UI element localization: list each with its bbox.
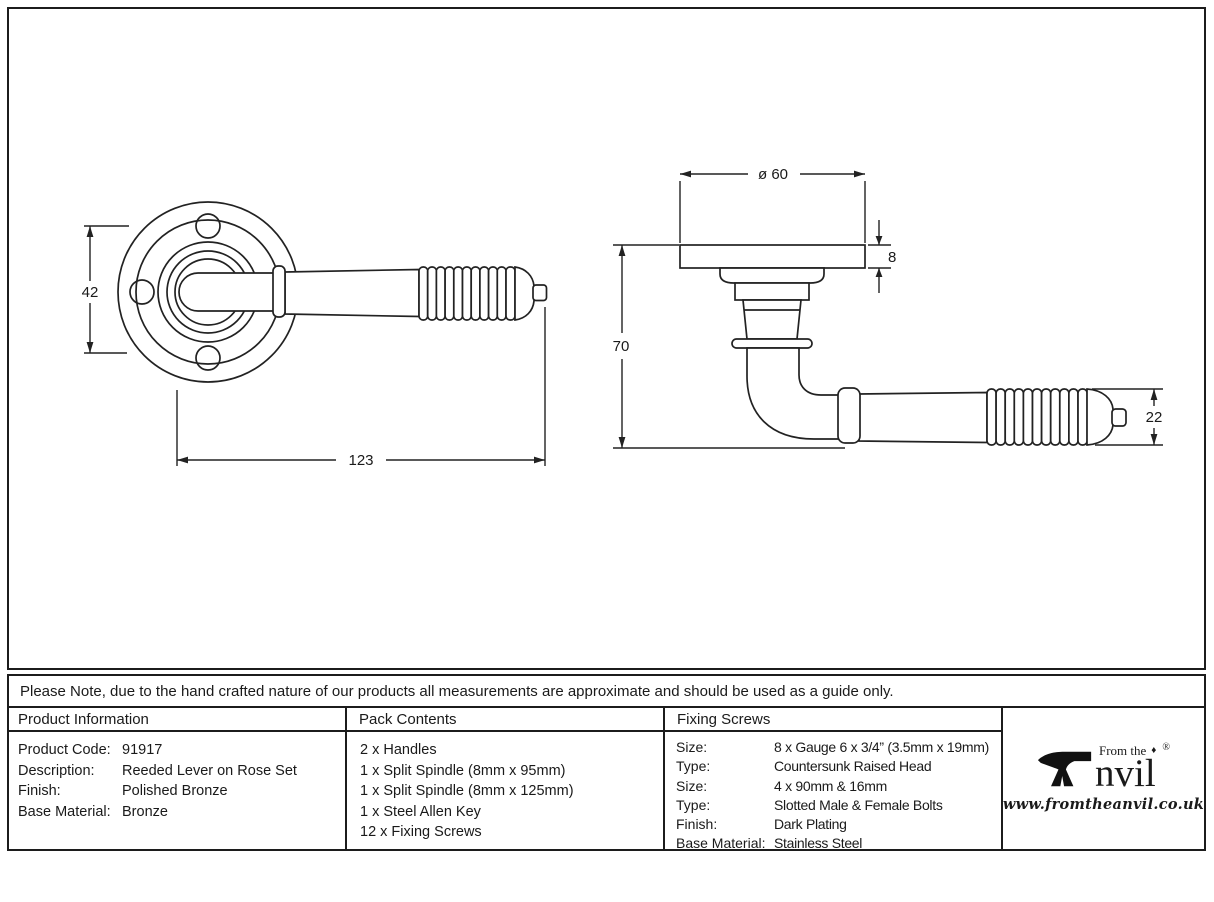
technical-drawing: 42 123 xyxy=(79,163,1166,472)
diamond-icon: ♦ xyxy=(1151,744,1157,756)
list-item: 1 x Split Spindle (8mm x 125mm) xyxy=(360,783,574,799)
dimension-123: 123 xyxy=(176,307,546,472)
row-label: Size: xyxy=(676,777,708,794)
dimension-label: 8 xyxy=(888,249,896,266)
side-view-drawing: ø 60 8 xyxy=(610,163,1165,449)
dimension-22: 22 xyxy=(1092,388,1165,446)
fixing-screws-body: Size: 8 x Gauge 6 x 3/4” (3.5mm x 19mm) … xyxy=(665,732,1001,854)
row-value: 8 x Gauge 6 x 3/4” (3.5mm x 19mm) xyxy=(774,739,989,755)
fixing-screws-header: Fixing Screws xyxy=(665,708,1001,732)
dimension-dia-60: ø 60 xyxy=(679,163,866,243)
row-label: Product Code: xyxy=(18,742,111,758)
table-row: Type: Countersunk Raised Head xyxy=(676,757,999,776)
registered-mark: ® xyxy=(1162,741,1171,753)
anvil-icon xyxy=(1037,751,1092,787)
list-item: 2 x Handles xyxy=(360,742,437,758)
table-row: Base Material: Bronze xyxy=(18,802,341,823)
pack-contents-header: Pack Contents xyxy=(347,708,663,732)
list-item: 1 x Steel Allen Key xyxy=(360,803,481,820)
row-value: Polished Bronze xyxy=(122,783,228,799)
row-value: 4 x 90mm & 16mm xyxy=(774,777,887,794)
disclaimer-note-bar: Please Note, due to the hand crafted nat… xyxy=(7,674,1206,706)
fixing-screws-section: Fixing Screws Size: 8 x Gauge 6 x 3/4” (… xyxy=(665,706,1003,851)
row-value: Bronze xyxy=(122,803,168,820)
product-information-section: Product Information Product Code: 91917 … xyxy=(7,706,347,851)
row-label: Finish: xyxy=(676,816,718,833)
reeded-grip-side xyxy=(986,388,1089,446)
row-value: Slotted Male & Female Bolts xyxy=(774,796,943,813)
table-row: Finish: Polished Bronze xyxy=(18,781,341,802)
product-information-body: Product Code: 91917 Description: Reeded … xyxy=(9,732,345,822)
brand-name: nvil xyxy=(1094,752,1156,796)
front-view-drawing: 42 123 xyxy=(79,201,548,472)
brand-url: www.fromtheanvil.co.uk xyxy=(1002,795,1205,813)
dimension-42: 42 xyxy=(79,225,129,354)
row-label: Base Material: xyxy=(18,803,111,820)
dimension-70: 70 xyxy=(610,244,845,449)
table-row: Size: 4 x 90mm & 16mm xyxy=(676,777,999,796)
table-row: Product Code: 91917 xyxy=(18,740,341,761)
reeded-grip-front xyxy=(418,266,516,321)
row-value: Reeded Lever on Rose Set xyxy=(122,762,297,779)
dimension-label: ø 60 xyxy=(758,166,788,183)
pack-contents-section: Pack Contents 2 x Handles 1 x Split Spin… xyxy=(347,706,665,851)
row-value: Countersunk Raised Head xyxy=(774,758,932,775)
list-item: 12 x Fixing Screws xyxy=(360,824,482,840)
row-value: 91917 xyxy=(122,742,163,758)
disclaimer-note-text: Please Note, due to the hand crafted nat… xyxy=(20,682,894,700)
technical-drawing-panel: 42 123 xyxy=(7,7,1206,670)
row-value: Dark Plating xyxy=(774,816,847,833)
brand-logo-box: From the ♦ ® nvil www.fromtheanvil.co.uk xyxy=(1003,706,1206,851)
table-row: Description: Reeded Lever on Rose Set xyxy=(18,761,341,782)
table-row: Type: Slotted Male & Female Bolts xyxy=(676,796,999,815)
table-row: Base Material: Stainless Steel xyxy=(676,834,999,853)
brand-prefix: From the xyxy=(1098,743,1147,759)
dimension-label: 70 xyxy=(613,338,630,355)
brand-logo: From the ♦ ® nvil www.fromtheanvil.co.uk xyxy=(1002,741,1205,813)
list-item: 1 x Split Spindle (8mm x 95mm) xyxy=(360,762,566,779)
row-label: Type: xyxy=(676,796,711,813)
dimension-8: 8 xyxy=(868,220,899,293)
dimension-label: 123 xyxy=(348,452,373,469)
row-label: Size: xyxy=(676,739,708,755)
row-label: Description: xyxy=(18,762,95,779)
product-information-header: Product Information xyxy=(9,708,345,732)
dimension-label: 22 xyxy=(1146,409,1163,426)
row-label: Base Material: xyxy=(676,835,766,852)
pack-contents-body: 2 x Handles 1 x Split Spindle (8mm x 95m… xyxy=(347,732,663,843)
table-row: Finish: Dark Plating xyxy=(676,815,999,834)
row-label: Type: xyxy=(676,758,711,775)
row-value: Stainless Steel xyxy=(774,835,863,852)
row-label: Finish: xyxy=(18,783,61,799)
table-row: Size: 8 x Gauge 6 x 3/4” (3.5mm x 19mm) xyxy=(676,738,999,757)
dimension-label: 42 xyxy=(82,284,99,301)
